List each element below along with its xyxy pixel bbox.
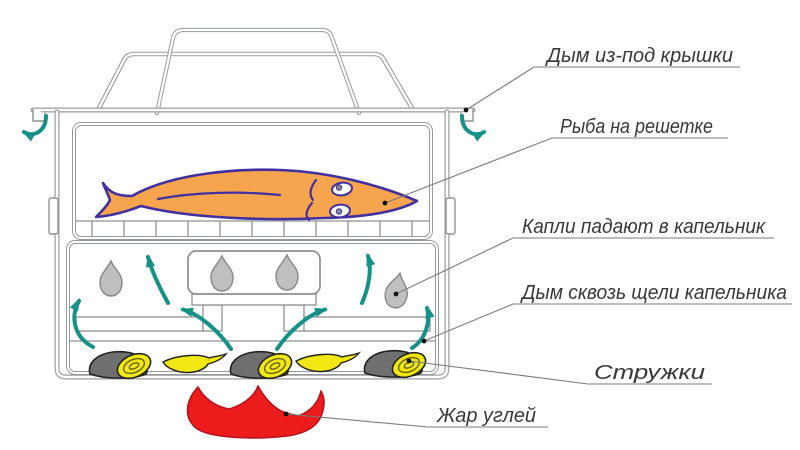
- tray-bowl: [187, 250, 321, 295]
- leader-dots: [283, 107, 469, 417]
- fish-gill-upper: [309, 178, 318, 202]
- dot-shavings: [406, 358, 412, 364]
- label-wood-shavings: Стружки: [594, 362, 705, 384]
- wood-shaving-2: [295, 352, 360, 373]
- slot-shelf-right: [302, 316, 431, 332]
- bracket-right: [445, 197, 456, 235]
- labels: Дым из-под крышки Рыба на решетке Капли …: [436, 45, 787, 427]
- smoke-arrow-up-left: [143, 253, 170, 305]
- tray-lip: [191, 293, 317, 306]
- leader-drops-into-tray: [395, 237, 774, 295]
- label-fish-on-grate: Рыба на решетке: [560, 116, 713, 138]
- dot-drops-into-tray: [393, 291, 399, 297]
- leader-shavings: [408, 360, 712, 385]
- fish-pupil-lower: [335, 208, 343, 215]
- smoker-body: [54, 109, 450, 380]
- grate: [76, 220, 429, 237]
- leader-coal-heat: [285, 413, 548, 428]
- fish-pupil-upper: [335, 184, 343, 191]
- fish-gill-lower: [305, 201, 314, 222]
- lid: [96, 51, 415, 111]
- slot-shelf-left: [75, 316, 204, 332]
- drip-tray: [75, 250, 431, 332]
- flame: [186, 385, 325, 439]
- bracket-left: [48, 197, 59, 235]
- dot-smoke-under-lid: [463, 107, 469, 113]
- smoke-arrows: [19, 114, 489, 351]
- fish: [94, 168, 419, 222]
- label-smoke-under-lid: Дым из-под крышки: [545, 45, 733, 67]
- dot-coal-heat: [283, 411, 289, 417]
- smoke-arrow-out-left: [19, 114, 48, 142]
- smoke-arrow-wall-right: [410, 303, 435, 350]
- smoke-arrow-slot-left: [178, 304, 233, 351]
- leader-smoke-slots: [423, 303, 792, 342]
- dot-fish-on-grate: [382, 200, 388, 206]
- droplet-falling-right: [382, 270, 412, 311]
- fish-body: [94, 168, 419, 221]
- lid-handle: [154, 27, 362, 116]
- leader-fish-on-grate: [384, 137, 728, 204]
- droplet-falling-left: [99, 260, 123, 297]
- smoke-arrow-wall-left: [69, 295, 95, 349]
- fish-lateral-line: [156, 191, 282, 201]
- dot-smoke-slots: [421, 338, 427, 344]
- leader-smoke-under-lid: [465, 66, 740, 111]
- smoke-arrow-slot-right: [275, 304, 330, 351]
- wood-shaving-1: [162, 353, 227, 374]
- leader-lines: [285, 66, 792, 428]
- smoke-arrow-out-right: [460, 114, 489, 142]
- wall-brackets: [48, 197, 456, 235]
- label-coal-heat: Жар углей: [436, 405, 536, 427]
- smoke-arrow-up-right: [360, 251, 376, 305]
- upper-chamber: [72, 122, 433, 240]
- label-drops-into-drip-tray: Капли падают в капельник: [522, 216, 766, 238]
- label-smoke-through-slots: Дым сквозь щели капельника: [520, 282, 787, 304]
